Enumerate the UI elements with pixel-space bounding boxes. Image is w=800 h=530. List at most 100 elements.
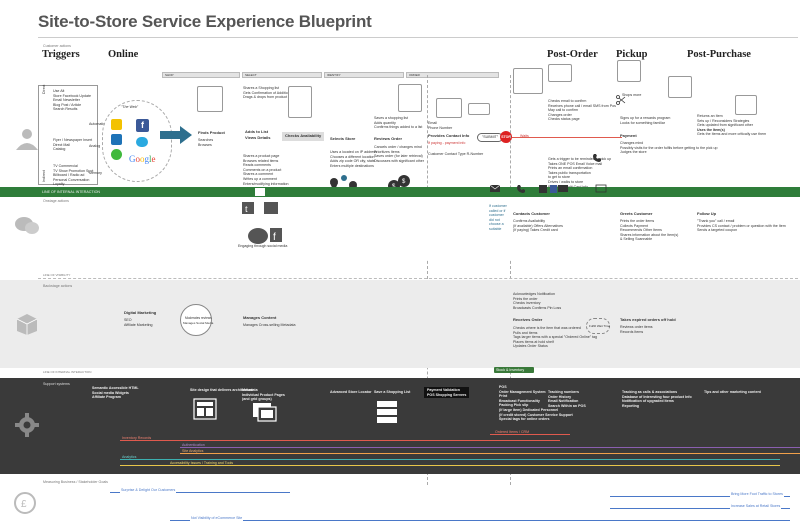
twitter-icon: [136, 137, 148, 147]
support-item: Metadata: [242, 388, 258, 392]
stage-identify: IDENTIFY: [324, 72, 404, 78]
follow-items: "Thank you" call / email Provides CS con…: [697, 219, 786, 233]
list-item: Cancels order / changes mind: [374, 145, 422, 149]
dm-items: SEO Affiliate Marketing: [124, 318, 153, 327]
box-icon: [14, 312, 40, 341]
speech-bubble: [617, 60, 641, 84]
goal-line: [610, 496, 790, 497]
memory-label: Memory: [89, 171, 102, 175]
list-item: Adds zip code OR city, state: [330, 159, 375, 164]
list-item: Enters multiple destinations: [330, 163, 374, 168]
payment-label: Payment: [620, 133, 637, 138]
trigger-item: Use Alt: [53, 89, 65, 93]
moderates-reviews: Moderates reviews: [185, 316, 212, 320]
chat-icon: [14, 216, 40, 241]
moderates-circle: Moderates reviews Manages Social Media: [180, 304, 213, 336]
list-item: Browses related items: [243, 158, 279, 163]
contact-items: Email Phone Number: [428, 121, 452, 130]
svg-text:£: £: [21, 499, 27, 510]
line-inventory-label: Inventory Records: [122, 436, 152, 440]
view-items-list: Shares a product page Browses related it…: [243, 154, 289, 186]
list-item: Provides CS contact / problem or questio…: [697, 223, 786, 228]
support-item: POS Shopping Servers: [427, 392, 467, 397]
list-item: Reads comments: [243, 163, 271, 168]
list-item: Takes ONE POS Email Voice mail: [548, 161, 603, 166]
find-sub-list: Searches Browses: [198, 138, 213, 147]
order-items-list: Saves a shopping list Adds quantity Conf…: [374, 116, 422, 130]
trigger-item: Email Newsletter: [53, 98, 80, 103]
support-item: Save a Shopping List: [374, 390, 411, 394]
line-ordered-items: [490, 434, 570, 435]
post-purchase-items: Returns an Item Sets up / Reconsiders St…: [697, 114, 766, 137]
triggers-box: Direct Use Alt Store Facebook Update Ema…: [38, 85, 105, 186]
list-item: to get to store: [548, 175, 570, 180]
web-cloud: "The Web" f Google: [102, 100, 172, 182]
list-item: Possibly visits for the order fulfils be…: [620, 145, 718, 150]
stage-select: SELECT: [242, 72, 322, 78]
support-col-10: Tips and other marketing content: [704, 390, 761, 395]
trigger-item: TV Show Promotion Spot: [53, 168, 94, 173]
support-item: (If large item) Dedicated Personnel: [499, 407, 559, 412]
find-sub-item: Browses: [198, 142, 212, 147]
support-item: Tracking numbers: [548, 390, 579, 394]
onstage-lane: [0, 197, 800, 260]
list-item: & Selling Scannable: [620, 237, 653, 242]
stock-sheet-chip: Stock & Inventory: [494, 367, 534, 377]
list-item: Checks status page: [548, 117, 580, 122]
support-item: (If credit stored) Customer Service Supp…: [499, 412, 573, 417]
trigger-item: Store Facebook Update: [53, 93, 91, 98]
list-item: "Thank you" call / email: [697, 219, 735, 223]
speech-bubble: [668, 76, 692, 100]
support-item: Packing Pick slip: [499, 403, 529, 408]
trigger-item: TV Commercial: [53, 164, 78, 168]
snapchat-icon: [111, 119, 122, 130]
support-item: Site design that delivers architecture: [190, 388, 253, 392]
goal-line: [610, 508, 790, 509]
support-item: Email Notification: [548, 399, 579, 404]
list-item: Confirms things added to a list: [374, 125, 423, 130]
line-internal-label: LINE OF INTERNAL INTERACTION: [43, 370, 92, 374]
list-item: Saves a shopping list: [374, 116, 408, 120]
review-items-list: Cancels order / changes mind Prioritizes…: [374, 145, 424, 163]
provides-contact: Provides Contact Info: [428, 133, 470, 138]
automatic-label: Automatic: [89, 122, 105, 126]
list-item: Discusses with significant other: [374, 158, 424, 163]
support-col-8: Tracking numbers Order History Email Not…: [548, 390, 586, 408]
stop-sign: STOP: [500, 131, 512, 143]
coin-icon: £: [14, 492, 36, 519]
google-logo: Google: [129, 154, 156, 164]
gear-icon: [14, 412, 40, 443]
identify-items-list: Uses a located on IP address Chooses a d…: [330, 150, 377, 168]
list-item: Shares a product page: [243, 154, 280, 158]
backstage-lane: [0, 280, 800, 368]
support-item: Tracking as calls & associations: [622, 390, 678, 394]
list-item: Drives / walks to store: [548, 179, 584, 184]
support-item: Reporting: [622, 403, 639, 408]
find-product: Finds Product: [198, 130, 225, 135]
scissors-icon: [616, 92, 626, 110]
support-col-5: Save a Shopping List: [374, 390, 410, 395]
list-item: Judges the store: [620, 150, 647, 155]
contacts-customer: Contacts Customer: [513, 211, 550, 216]
line-visibility-label: LINE OF VISIBILITY: [43, 273, 71, 277]
goal-line: [170, 520, 790, 521]
stage-bars: SHOP SELECT IDENTIFY ORDER: [162, 72, 499, 78]
support-item: Search Within an POS: [548, 403, 586, 408]
list-item: Enters/modifying information: [243, 181, 289, 186]
trigger-item: Billboard / Radio ad: [53, 173, 85, 178]
line-analytics-label: Analytics: [122, 455, 137, 459]
support-item: Individual Product Pages: [242, 392, 285, 397]
support-item: Payment Validation: [427, 388, 460, 392]
pickup-list: Signs up for a rewards program Looks for…: [620, 116, 670, 125]
list-item: Prioritizes Items: [374, 149, 400, 154]
speech-bubble: [436, 98, 462, 120]
list-item: Adds quantity: [374, 120, 396, 125]
speech-bubble: [735, 95, 757, 117]
list-item: Uses a located on IP address: [330, 150, 377, 154]
manages-content-sub: Manages Cross-selling Metadata: [243, 323, 296, 327]
checks-availability: Checks Availability: [282, 132, 325, 141]
add-to-list: Adds to List: [245, 129, 269, 134]
fulfil-wait-bubble: Fulfill Wait Time: [586, 318, 610, 334]
support-item: Broadcast Functionality: [499, 398, 540, 403]
whatsapp-icon: [111, 149, 122, 160]
